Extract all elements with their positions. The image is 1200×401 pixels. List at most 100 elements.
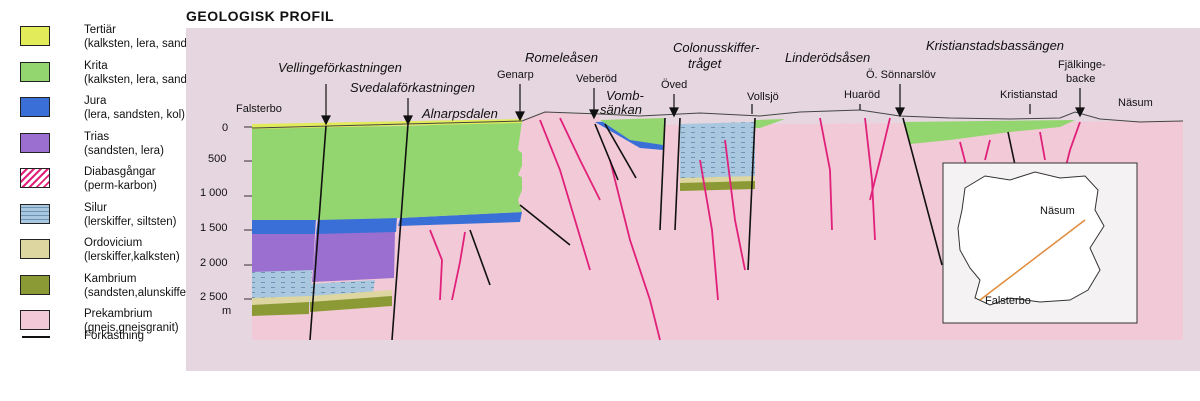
legend-desc: (lerskiffer, siltsten) xyxy=(84,215,177,228)
legend-swatch xyxy=(20,26,50,46)
legend-name: Tertiär xyxy=(84,24,116,36)
legend: Tertiär (kalksten, lera, sand) Krita (ka… xyxy=(20,24,194,344)
krita-layer xyxy=(318,126,408,220)
arrowhead xyxy=(515,111,525,122)
label-kristianstad-basin: Kristianstadsbassängen xyxy=(926,38,1064,53)
fault xyxy=(674,117,681,231)
inset-label-nasum: Näsum xyxy=(1040,205,1075,217)
dike xyxy=(724,139,746,271)
jura-layer xyxy=(252,218,316,234)
depth-tick-2000: 2 000 xyxy=(200,257,228,269)
legend-name: Jura xyxy=(84,95,107,107)
legend-item-krita: Krita (kalksten, lera, sand) xyxy=(20,59,191,93)
place-nasum: Näsum xyxy=(1118,97,1153,109)
place-genarp: Genarp xyxy=(497,69,534,81)
krita-layer xyxy=(903,120,1075,144)
legend-item-prekambrium: Prekambrium (gnejs,gnejsgranit) xyxy=(20,308,190,341)
depth-tick-1500: 1 500 xyxy=(200,222,228,234)
label-romele: Romeleåsen xyxy=(525,50,598,65)
legend-item-silur: Silur (lerskiffer, siltsten) xyxy=(20,202,190,235)
arrowhead xyxy=(1075,107,1085,118)
legend-name: Trias xyxy=(84,130,110,143)
legend-item-ordovicium: Ordovicium (lerskiffer,kalksten) xyxy=(20,237,190,270)
faults xyxy=(309,117,1016,341)
legend-name: Prekambrium xyxy=(84,308,153,320)
legend-item-tertiar: Tertiär (kalksten, lera, sand) xyxy=(20,24,191,57)
depth-axis: 0 500 1 000 1 500 2 000 2 500 m xyxy=(200,122,252,317)
jura-layer xyxy=(316,217,397,234)
legend-desc: (gnejs,gnejsgranit) xyxy=(84,322,179,334)
place-oved: Öved xyxy=(661,79,687,91)
fault-line-swatch xyxy=(22,336,50,338)
fault xyxy=(604,123,637,179)
place-fjalkinge-1: Fjälkinge- xyxy=(1058,59,1106,71)
dike xyxy=(864,117,876,241)
inset-label-falsterbo: Falsterbo xyxy=(985,295,1031,307)
legend-item-diabas: Diabasgångar (perm-karbon) xyxy=(20,166,190,199)
legend-desc: (lera, sandsten, kol) xyxy=(84,109,185,121)
legend-item-fault: Förkastning xyxy=(20,329,210,345)
depth-tick-2500: 2 500 xyxy=(200,291,228,303)
fault xyxy=(747,117,756,271)
legend-desc: (kalksten, lera, sand) xyxy=(84,73,191,86)
label-vellinge: Vellingeförkastningen xyxy=(278,60,402,75)
krita-layer xyxy=(252,127,326,220)
place-huarod: Huaröd xyxy=(844,89,880,101)
arrowhead xyxy=(669,107,679,118)
profile-line xyxy=(979,219,1086,301)
diagram-title: GEOLOGISK PROFIL xyxy=(186,8,335,24)
legend-name: Kambrium xyxy=(84,272,137,285)
dike xyxy=(429,229,443,301)
skane-outline xyxy=(957,171,1105,306)
fault xyxy=(659,117,666,231)
fault-vellinge xyxy=(309,125,327,341)
legend-name: Förkastning xyxy=(84,330,145,342)
label-colonus-1: Colonusskiffer- xyxy=(673,40,760,55)
kambrium-layer xyxy=(252,302,309,316)
dike xyxy=(451,231,466,301)
place-veberod: Veberöd xyxy=(576,73,617,85)
depth-tick-0: 0 xyxy=(222,122,228,134)
kambrium-layer xyxy=(680,181,755,191)
legend-swatch xyxy=(20,310,50,330)
fault xyxy=(469,229,491,286)
dike xyxy=(539,119,591,271)
label-vomb-2: sänkan xyxy=(600,102,642,117)
legend-item-trias: Trias (sandsten, lera) xyxy=(20,131,190,164)
arrowhead xyxy=(403,115,413,126)
kambrium-layer xyxy=(310,296,392,312)
legend-name: Diabasgångar xyxy=(84,166,156,178)
place-kristianstad: Kristianstad xyxy=(1000,89,1057,101)
legend-desc: (sandsten, lera) xyxy=(84,144,164,157)
inset-map: Näsum Falsterbo xyxy=(942,162,1138,324)
place-vollsjo: Vollsjö xyxy=(747,91,779,103)
precambrian-horst xyxy=(522,112,600,340)
legend-desc: (lerskiffer,kalksten) xyxy=(84,251,180,263)
legend-swatch xyxy=(20,168,50,188)
fault xyxy=(1007,131,1016,166)
legend-name: Ordovicium xyxy=(84,237,143,249)
dike xyxy=(959,141,967,166)
dike xyxy=(869,117,891,201)
dike xyxy=(984,139,991,161)
legend-item-jura: Jura (lera, sandsten, kol) xyxy=(20,95,190,128)
krita-layer xyxy=(755,119,785,128)
label-pointers xyxy=(321,84,1085,126)
trias-layer xyxy=(312,230,395,282)
dike xyxy=(559,117,601,201)
depth-tick-500: 500 xyxy=(208,153,226,165)
legend-swatch xyxy=(20,61,50,82)
label-colonus-2: tråget xyxy=(688,56,723,71)
dike xyxy=(819,117,833,231)
krita-layer xyxy=(600,118,665,145)
legend-desc: (sandsten,alunskiffer) xyxy=(84,286,194,299)
legend-swatch xyxy=(20,239,50,259)
dike xyxy=(609,159,661,341)
legend-name: Krita xyxy=(84,59,108,72)
legend-item-kambrium: Kambrium (sandsten,alunskiffer) xyxy=(20,272,194,306)
legend-name: Silur xyxy=(84,201,108,214)
arrowhead xyxy=(589,109,599,120)
arrowhead xyxy=(321,115,331,126)
fault-svedala xyxy=(391,123,409,341)
